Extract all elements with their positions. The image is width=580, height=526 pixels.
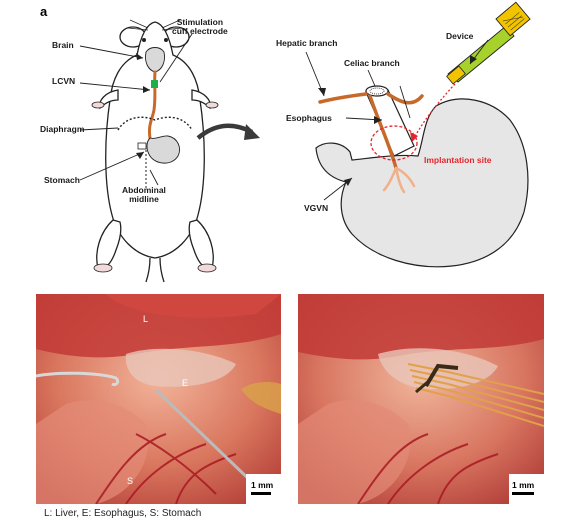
photo-c-scale-text: 1 mm (512, 480, 535, 490)
figure-caption: L: Liver, E: Esophagus, S: Stomach (44, 508, 202, 519)
label-abdominal-line1: Abdominal (122, 185, 166, 195)
photo-c-image (298, 294, 544, 504)
cuff-electrode-mark (151, 80, 158, 88)
photo-b-scale-bar (251, 492, 271, 495)
device-drawing (446, 1, 531, 85)
photo-b-image (36, 294, 281, 504)
brain-shape (145, 47, 165, 73)
panel-a-letter: a (40, 4, 48, 19)
implantation-circle (370, 125, 418, 161)
photo-b-scale-text: 1 mm (251, 480, 274, 490)
photo-c-scale-bar (512, 492, 534, 495)
label-abdominal-line2: midline (129, 193, 159, 204)
panel-a-illustration (79, 1, 531, 283)
label-brain: Brain (52, 40, 74, 50)
stomach-detail (315, 98, 529, 268)
photo-b-scale-bg (246, 474, 281, 504)
label-device: Device (446, 31, 474, 41)
label-esophagus: Esophagus (286, 113, 332, 123)
photo-label-stomach: S (127, 476, 134, 486)
diaphragm-line (117, 116, 193, 131)
photo-label-liver: L (143, 314, 149, 324)
transition-arrow (196, 123, 254, 140)
label-stimulation-cuff: Stimulation cuff electrode (172, 18, 228, 36)
label-hepatic-branch: Hepatic branch (276, 38, 338, 48)
photo-panel-c: 1 mm (298, 294, 544, 504)
photo-c-scale-bg (509, 474, 544, 504)
photo-label-esophagus: E (182, 378, 189, 388)
label-stimulation-line1: Stimulation (176, 17, 224, 27)
mouse-feet (91, 101, 219, 273)
label-vgvn: VGVN (304, 203, 329, 213)
label-abdominal-midline: Abdominal midline (122, 186, 166, 204)
label-celiac-branch: Celiac branch (344, 58, 400, 68)
label-implantation-site: Implantation site (424, 155, 492, 165)
label-stomach: Stomach (44, 175, 80, 185)
label-stimulation-line2: cuff electrode (172, 25, 228, 36)
photo-panel-b: L E S 1 mm (36, 294, 281, 504)
label-lcvn: LCVN (52, 76, 76, 86)
label-diaphragm: Diaphragm (40, 124, 85, 134)
stomach-shape (146, 135, 180, 164)
